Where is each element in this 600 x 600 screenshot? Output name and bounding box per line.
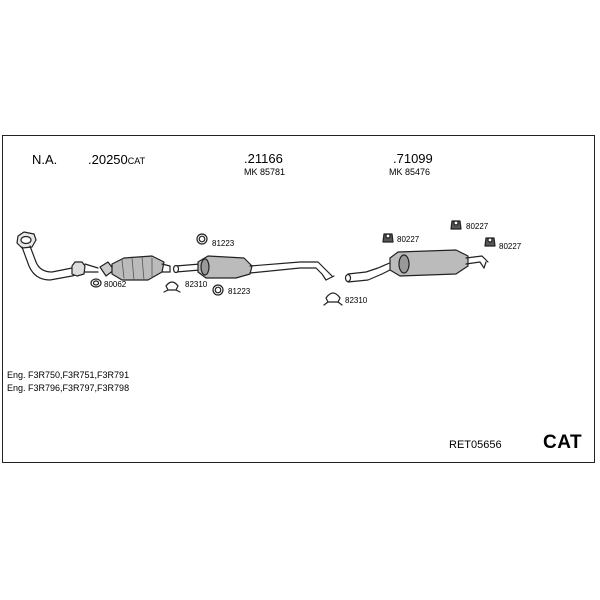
part-81223-label-b: 81223	[228, 287, 251, 296]
part-80227-label-b: 80227	[466, 222, 489, 231]
part-80227-label-c: 80227	[499, 242, 522, 251]
cat-label: CAT	[543, 432, 583, 453]
part-20250-suffix: CAT	[127, 156, 146, 166]
front-pipe-20250	[16, 231, 99, 281]
part-71099-number: .71099	[393, 151, 433, 166]
part-20250-label: .20250CAT	[88, 151, 145, 169]
part-80227-label-a: 80227	[397, 235, 420, 244]
diagram-frame	[2, 135, 595, 463]
rear-silencer-71099	[344, 249, 489, 283]
engine-line-2: Eng. F3R796,F3R797,F3R798	[7, 383, 130, 393]
part-21166-mk: MK 85781	[244, 167, 286, 177]
part-82310-label-a: 82310	[185, 280, 208, 289]
hanger-80227-a	[382, 233, 394, 243]
part-21166-number: .21166	[244, 151, 283, 166]
hanger-80227-c	[484, 237, 496, 247]
ring-81223-a	[196, 233, 208, 245]
hanger-80227-b	[450, 220, 462, 230]
part-81223-label-a: 81223	[212, 239, 235, 248]
ring-81223-b	[212, 284, 224, 296]
reference-code: RET05656	[449, 439, 502, 451]
gasket-80062	[90, 278, 102, 288]
clamp-82310-b	[323, 292, 343, 306]
part-82310-label-b: 82310	[345, 296, 368, 305]
na-label: N.A.	[32, 152, 58, 167]
clamp-82310-a	[163, 281, 181, 293]
catalytic-converter	[99, 255, 171, 281]
part-80062-label: 80062	[104, 280, 127, 289]
middle-pipe-21166	[172, 255, 335, 281]
part-71099-mk: MK 85476	[389, 167, 431, 177]
engine-line-1: Eng. F3R750,F3R751,F3R791	[7, 370, 130, 380]
part-20250-number: .20250	[88, 152, 128, 167]
